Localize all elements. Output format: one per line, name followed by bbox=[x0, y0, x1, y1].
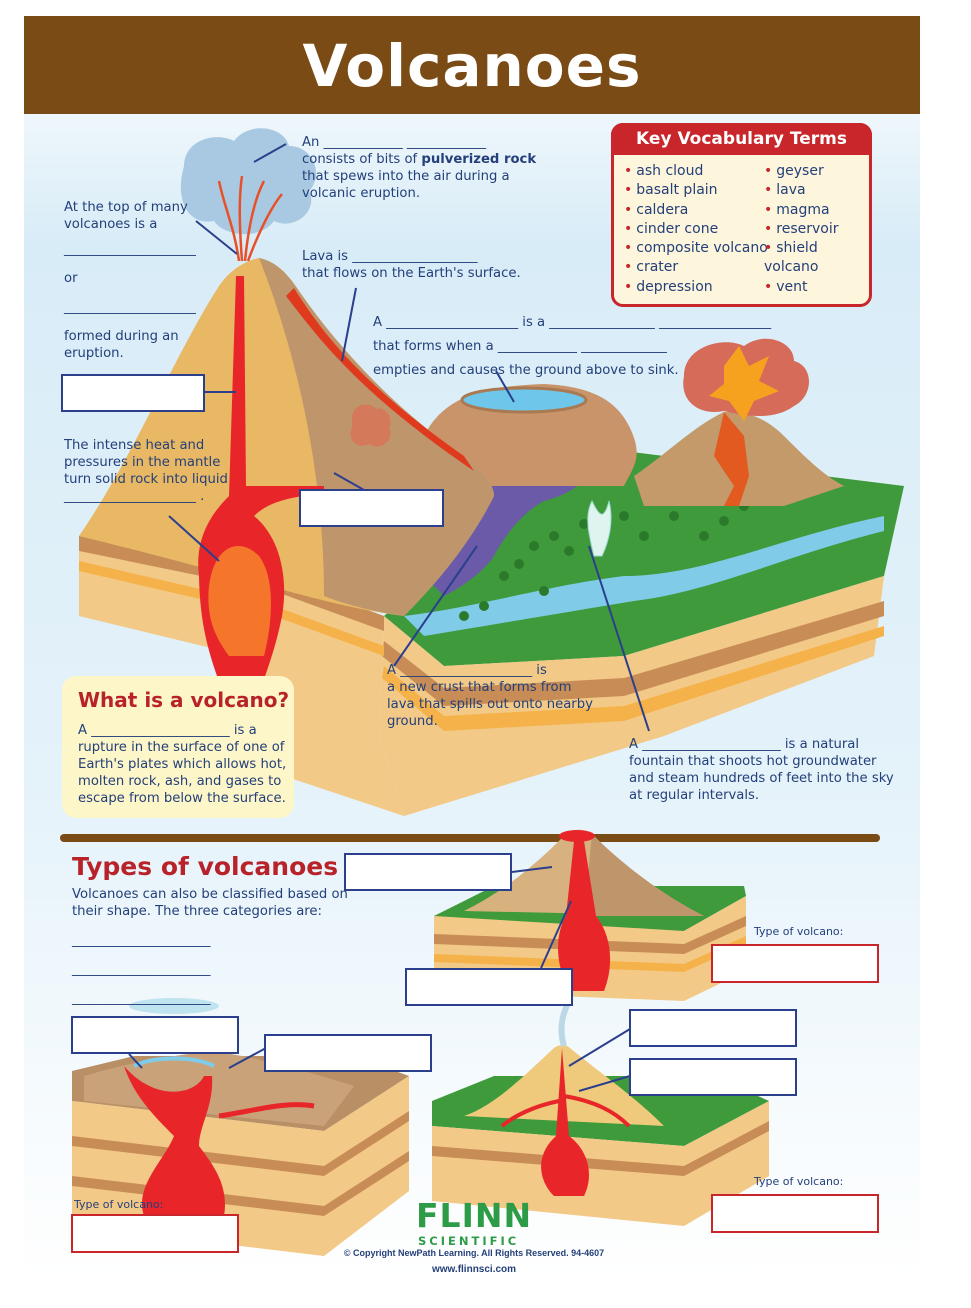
website-url: www.flinnsci.com bbox=[431, 1264, 517, 1275]
what-is-volcano-panel: What is a volcano? A ___________________… bbox=[62, 676, 294, 818]
answer-box-composite-1[interactable] bbox=[629, 1009, 797, 1047]
type-blank: _____________________ bbox=[72, 933, 211, 948]
types-intro: Volcanoes can also be classified based o… bbox=[72, 887, 348, 1006]
vocab-term: magma bbox=[764, 201, 869, 220]
lava-label: Lava is ___________________ that flows o… bbox=[302, 249, 521, 281]
caldera-lake bbox=[460, 386, 588, 414]
river bbox=[404, 516, 884, 636]
vocabulary-heading: Key Vocabulary Terms bbox=[611, 123, 872, 155]
answer-box-composite-2[interactable] bbox=[629, 1058, 797, 1096]
answer-box-crater[interactable] bbox=[344, 853, 512, 891]
brand-logo: FLINN bbox=[416, 1196, 533, 1235]
type-label-2: Type of volcano: bbox=[74, 1198, 164, 1211]
type-answer-shield[interactable] bbox=[71, 1214, 239, 1253]
answer-box-shield-2[interactable] bbox=[264, 1034, 432, 1072]
vocab-term: basalt plain bbox=[624, 181, 768, 200]
vocab-term: composite volcano bbox=[624, 239, 768, 258]
what-is-text: A _____________________ is a rupture in … bbox=[78, 723, 287, 806]
vocabulary-panel: Key Vocabulary Terms ash cloud basalt pl… bbox=[611, 123, 872, 307]
types-heading: Types of volcanoes bbox=[72, 852, 339, 881]
crater-label: At the top of many volcanoes is a ______… bbox=[64, 200, 196, 361]
brand-subtitle: SCIENTIFIC bbox=[418, 1234, 520, 1248]
vocab-term: lava bbox=[764, 181, 869, 200]
page-title: Volcanoes bbox=[302, 32, 642, 100]
title-bar: Volcanoes bbox=[24, 16, 920, 114]
vocab-term: depression bbox=[624, 278, 768, 297]
geyser-label: A _____________________ is a natural fou… bbox=[629, 737, 894, 803]
pointer-lines bbox=[168, 143, 650, 732]
vocab-term: shield volcano bbox=[764, 239, 869, 278]
vocab-term: reservoir bbox=[764, 220, 869, 239]
vocabulary-list-1: ash cloud basalt plain caldera cinder co… bbox=[624, 162, 768, 297]
answer-box-cinder-vent[interactable] bbox=[405, 968, 573, 1006]
magma-label: The intense heat and pressures in the ma… bbox=[64, 438, 228, 504]
ash-cloud bbox=[180, 128, 317, 235]
geyser-plume bbox=[587, 499, 612, 557]
type-answer-cinder[interactable] bbox=[711, 944, 879, 983]
type-answer-composite[interactable] bbox=[711, 1194, 879, 1233]
poster: Volcanoes Key Vocabulary Terms ash cloud… bbox=[24, 16, 920, 1282]
vocabulary-list-2: geyser lava magma reservoir shield volca… bbox=[764, 162, 869, 297]
ground-layers-front bbox=[379, 576, 884, 816]
answer-box-secondary-vent[interactable] bbox=[299, 489, 444, 527]
ash-cloud-label: An ____________ ____________ consists of… bbox=[302, 135, 537, 201]
type-label-3: Type of volcano: bbox=[754, 1175, 844, 1188]
type-label-1: Type of volcano: bbox=[754, 925, 844, 938]
basalt-plain-label: A ____________________ is a new crust th… bbox=[387, 663, 593, 729]
caldera-label: A ____________________ is a ____________… bbox=[373, 315, 772, 378]
vocab-term: crater bbox=[624, 258, 768, 277]
caldera bbox=[424, 384, 637, 486]
answer-box-vent[interactable] bbox=[61, 374, 205, 412]
type-blank: _____________________ bbox=[72, 962, 211, 977]
vocab-term: cinder cone bbox=[624, 220, 768, 239]
vent-cloud bbox=[350, 404, 391, 447]
type-blank: _____________________ bbox=[72, 991, 211, 1006]
answer-box-shield-1[interactable] bbox=[71, 1016, 239, 1054]
copyright: © Copyright NewPath Learning. All Rights… bbox=[343, 1248, 605, 1258]
what-is-heading: What is a volcano? bbox=[78, 688, 290, 712]
vocab-term: ash cloud bbox=[624, 162, 768, 181]
vocab-term: caldera bbox=[624, 201, 768, 220]
vocab-term: geyser bbox=[764, 162, 869, 181]
vocab-term: vent bbox=[764, 278, 869, 297]
